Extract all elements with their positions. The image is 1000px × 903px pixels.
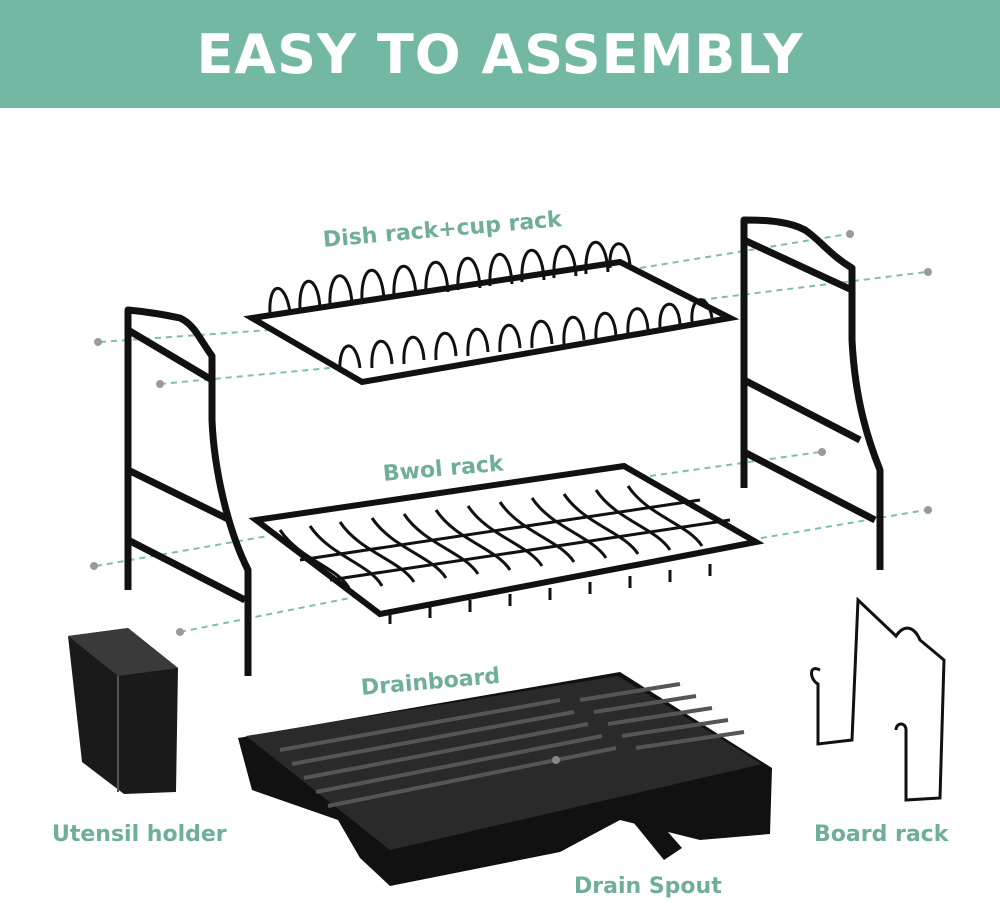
screw-guide-lines (95, 233, 927, 633)
utensil-holder-label: Utensil holder (52, 822, 227, 847)
drain-spout (620, 800, 682, 860)
screw-icons (90, 230, 932, 636)
drain-spout-label: Drain Spout (574, 874, 722, 899)
board-rack-label: Board rack (814, 822, 949, 847)
right-side-frame (740, 216, 884, 570)
dish-rack (243, 240, 740, 386)
page-title: EASY TO ASSEMBLY (196, 22, 804, 86)
title-banner: EASY TO ASSEMBLY (0, 0, 1000, 108)
bowl-rack (248, 462, 765, 624)
left-side-frame (124, 306, 252, 676)
drainboard (238, 672, 772, 886)
utensil-holder (68, 628, 178, 794)
board-rack (810, 596, 946, 802)
